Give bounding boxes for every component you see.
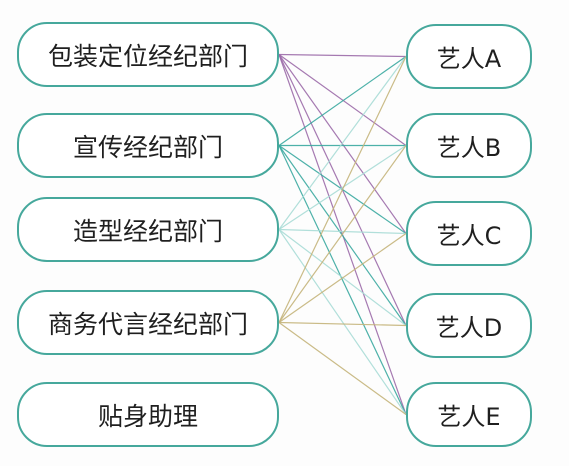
connection-line-2-0 — [278, 56, 407, 230]
connection-line-1-3 — [278, 145, 407, 326]
connection-line-3-4 — [278, 322, 407, 415]
connection-line-3-2 — [278, 233, 407, 323]
connection-line-1-4 — [278, 145, 407, 415]
connection-line-1-0 — [278, 56, 407, 146]
connection-line-3-1 — [278, 145, 407, 323]
node-department-publicity: 宣传经纪部门 — [17, 113, 279, 178]
connection-line-2-4 — [278, 229, 407, 415]
connection-line-0-0 — [278, 53, 407, 58]
node-artist-c: 艺人C — [406, 201, 532, 266]
node-personal-assistant: 贴身助理 — [17, 382, 279, 447]
node-department-endorsement: 商务代言经纪部门 — [17, 290, 279, 355]
connection-line-0-1 — [278, 54, 407, 146]
node-department-styling: 造型经纪部门 — [17, 197, 279, 262]
node-artist-b: 艺人B — [406, 113, 532, 178]
node-artist-a: 艺人A — [406, 24, 532, 89]
connection-line-3-0 — [278, 56, 407, 323]
node-department-packaging: 包装定位经纪部门 — [17, 22, 279, 87]
connection-line-2-1 — [278, 144, 407, 231]
node-artist-d: 艺人D — [406, 293, 532, 358]
connection-line-3-3 — [278, 321, 407, 327]
node-artist-e: 艺人E — [406, 382, 532, 447]
connection-line-2-2 — [278, 228, 407, 235]
